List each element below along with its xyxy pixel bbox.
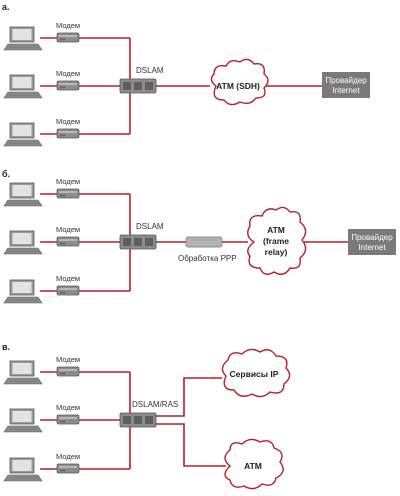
provider-label: Internet [358, 243, 386, 252]
dslam-label: DSLAM [136, 66, 164, 75]
dslam-icon [119, 78, 157, 94]
cloud-label: ATM [244, 461, 262, 471]
computer-icon [3, 279, 43, 304]
panel-c: в. Модем Модем Модем DSLAM/RAS Сервисы I… [2, 342, 291, 490]
modem-label: Модем [56, 21, 80, 30]
modem-label: Модем [56, 117, 80, 126]
panel-letter: а. [2, 2, 10, 12]
dslam-label: DSLAM [136, 222, 164, 231]
panel-b: б. Модем Модем Модем DSLAM Обработка PPP [2, 169, 396, 304]
atm-frame-relay-cloud: ATM (frame relay) [247, 206, 307, 275]
modem-icon [56, 463, 80, 474]
modem-icon [56, 285, 80, 296]
provider-label: Провайдер [325, 76, 367, 85]
cloud-label: ATM [267, 225, 285, 235]
cloud-label: Сервисы IP [230, 369, 279, 379]
modem-label: Модем [56, 69, 80, 78]
modem-icon [56, 414, 80, 425]
ip-services-cloud: Сервисы IP [221, 348, 291, 398]
modem-label: Модем [56, 225, 80, 234]
atm-sdh-cloud: ATM (SDH) [210, 58, 269, 106]
computer-icon [3, 182, 43, 207]
computer-icon [3, 457, 43, 482]
computer-icon [3, 122, 43, 147]
modem-icon [56, 32, 80, 43]
panel-letter: в. [2, 342, 10, 352]
modem-icon [56, 236, 80, 247]
modem-icon [56, 128, 80, 139]
ppp-label: Обработка PPP [178, 254, 237, 263]
links [40, 371, 226, 470]
computer-icon [3, 360, 43, 385]
computer-icon [3, 230, 43, 255]
cloud-label: relay) [265, 247, 288, 257]
modem-icon [56, 188, 80, 199]
computer-icon [3, 74, 43, 99]
modem-label: Модем [56, 403, 80, 412]
computer-icon [3, 26, 43, 51]
modem-label: Модем [56, 355, 80, 364]
dslam-label: DSLAM/RAS [132, 400, 178, 409]
dslam-ras-icon [119, 412, 157, 428]
modem-icon [56, 80, 80, 91]
cloud-label: (frame [263, 236, 289, 246]
links [40, 37, 322, 135]
cloud-label: ATM (SDH) [216, 81, 260, 91]
provider-internet-box: Провайдер Internet [348, 229, 396, 255]
ppp-processor: Обработка PPP [178, 236, 237, 263]
provider-internet-box: Провайдер Internet [322, 72, 370, 98]
modem-label: Модем [56, 177, 80, 186]
panel-letter: б. [2, 169, 10, 179]
atm-cloud: ATM [224, 438, 284, 490]
modem-label: Модем [56, 452, 80, 461]
dslam-icon [119, 234, 157, 250]
panel-a: а. Модем Модем Модем DSLAM ATM (SDH) Про… [2, 2, 370, 147]
provider-label: Провайдер [351, 233, 393, 242]
modem-label: Модем [56, 274, 80, 283]
links [40, 193, 348, 292]
computer-icon [3, 408, 43, 433]
modem-icon [56, 366, 80, 377]
provider-label: Internet [332, 86, 360, 95]
